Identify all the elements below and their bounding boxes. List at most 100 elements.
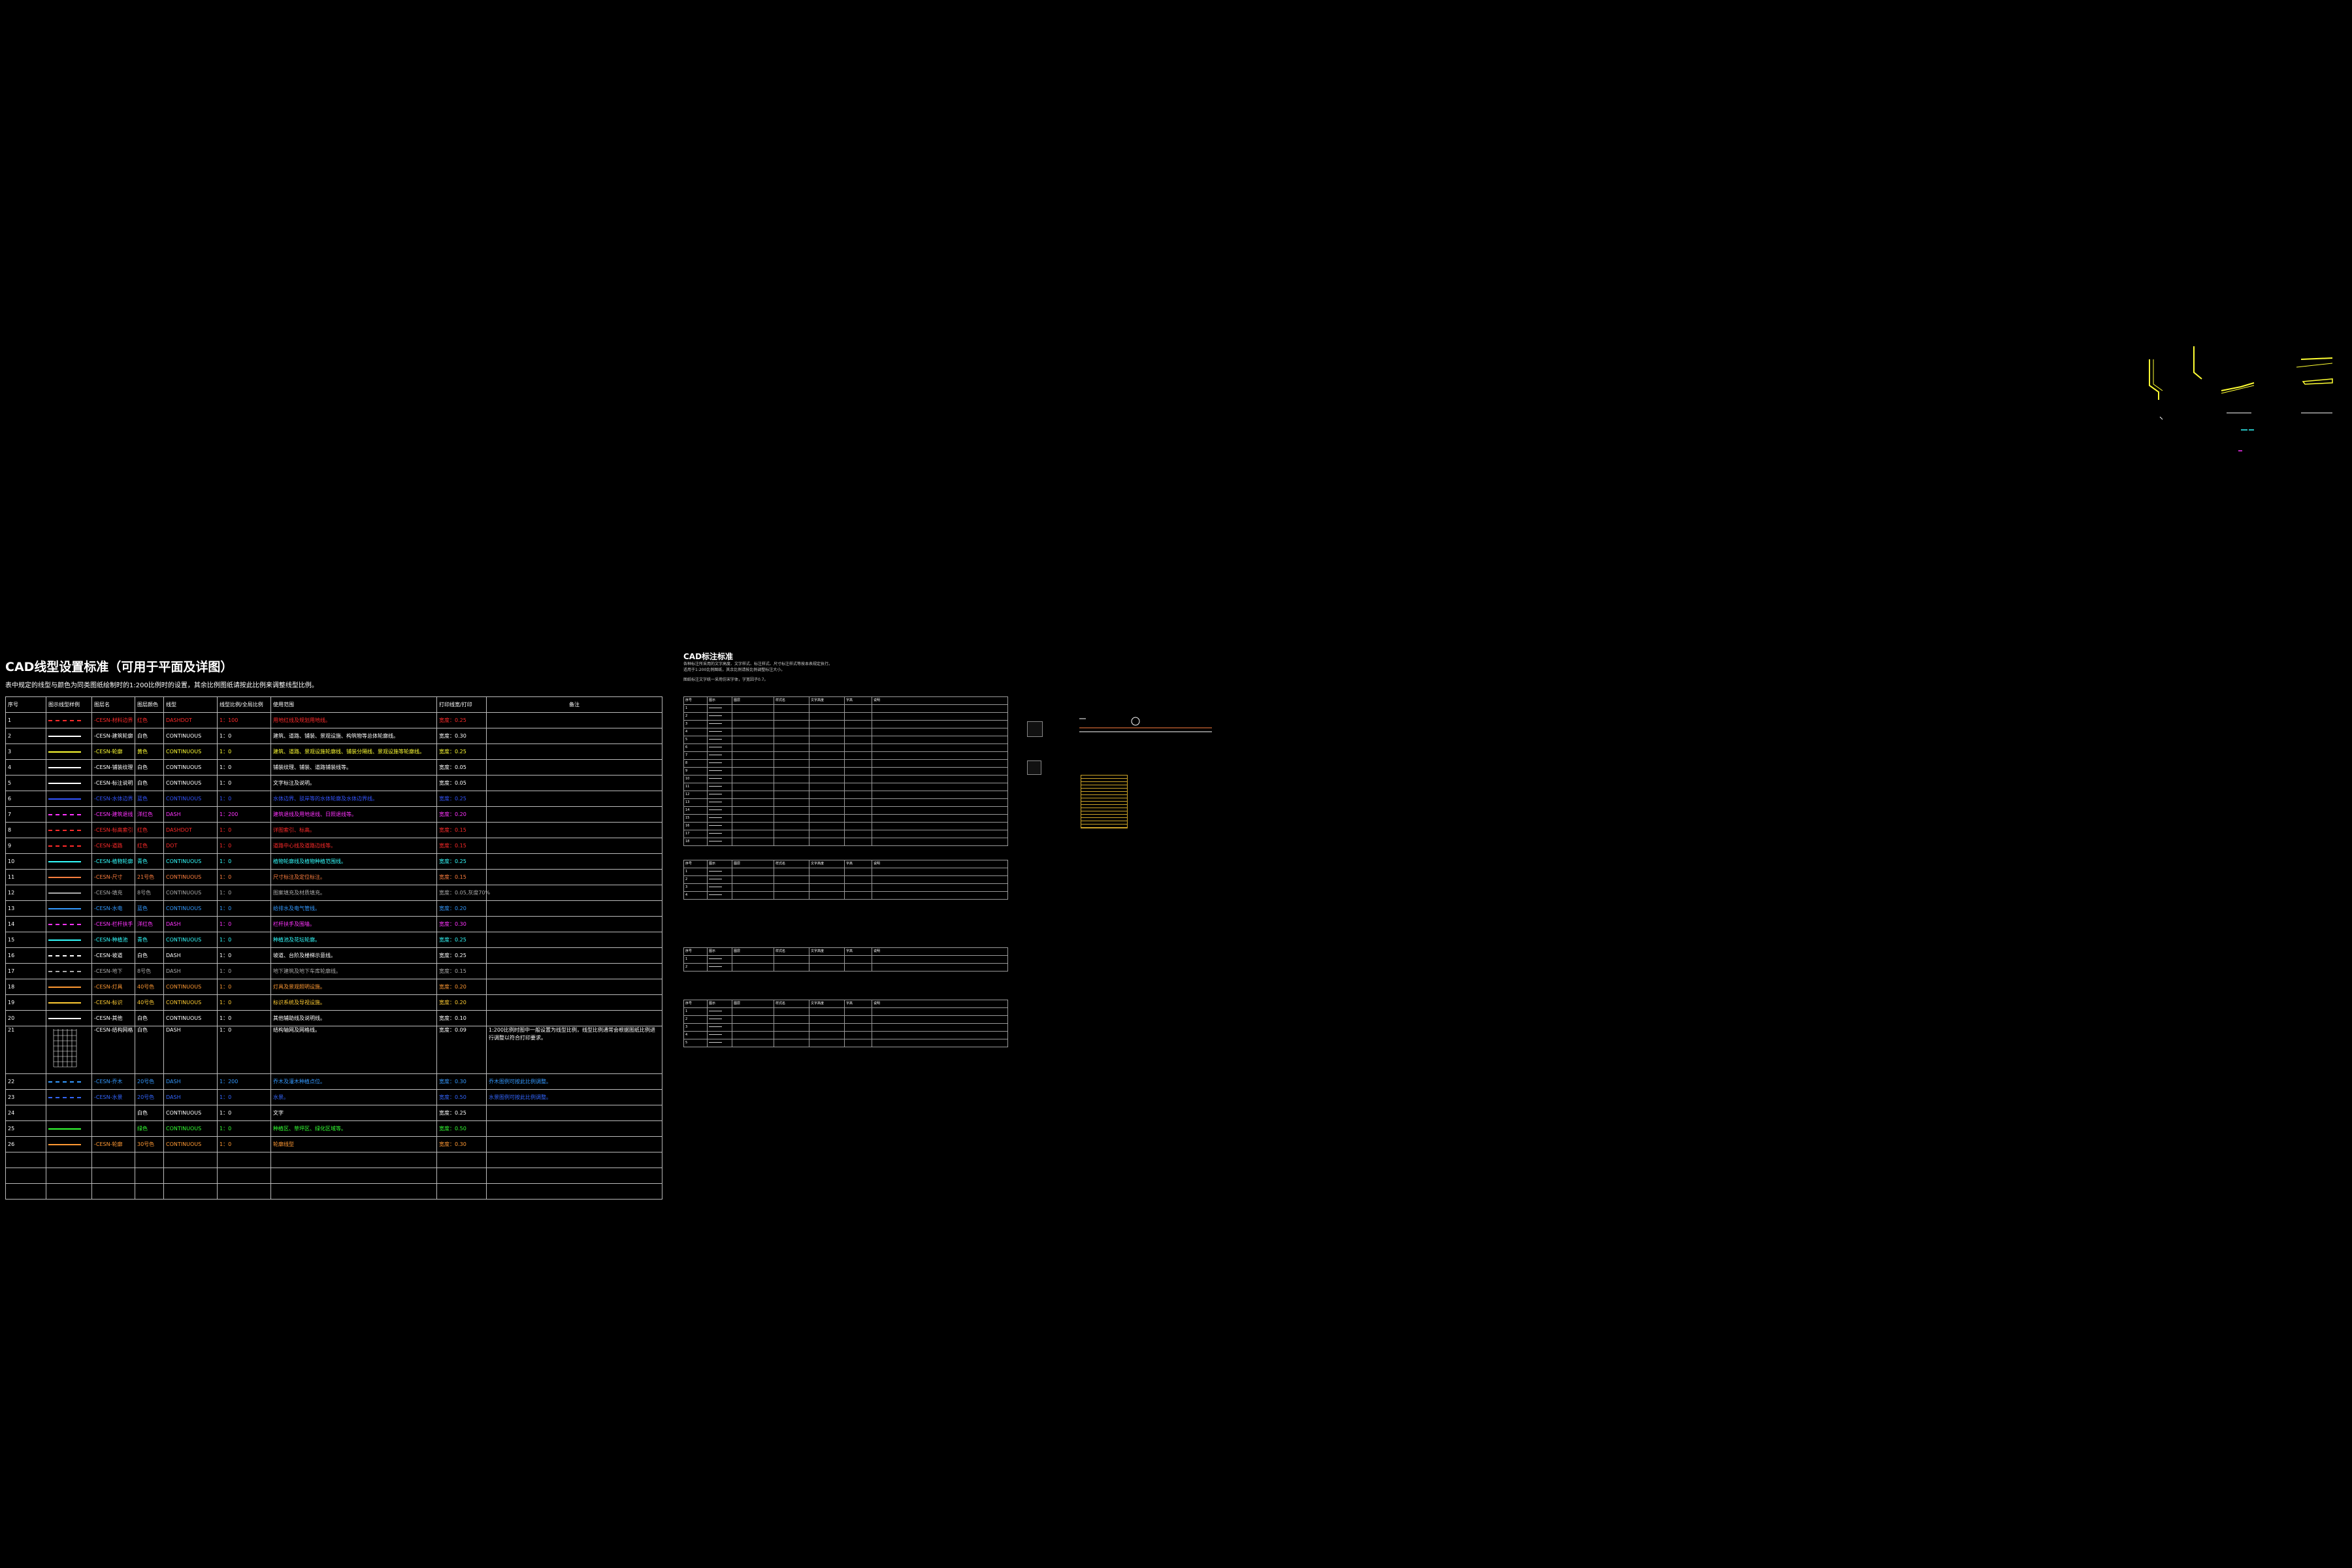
table-cell	[774, 1007, 809, 1016]
print-width: 宽度：0.25	[436, 932, 487, 948]
table-cell	[732, 883, 774, 892]
linetype-scale: 1：0	[217, 1120, 271, 1137]
print-width: 宽度：0.20	[436, 979, 487, 995]
linetype-scale: 1：0	[217, 759, 271, 776]
empty-cell	[91, 1152, 135, 1168]
linetype-sample-cell	[46, 1105, 92, 1121]
layer-name: -CESN-尺寸	[91, 869, 135, 885]
print-width: 宽度：0.30	[436, 916, 487, 932]
layer-color: 白色	[135, 947, 164, 964]
row-number: 6	[5, 791, 46, 807]
block-thumbnail[interactable]	[1027, 721, 1043, 737]
linetype-sample-cell	[46, 712, 92, 728]
layer-color: 21号色	[135, 869, 164, 885]
remark	[486, 979, 662, 995]
layer-color: 蓝色	[135, 900, 164, 917]
linetype: DASH	[163, 1089, 218, 1105]
table-cell	[774, 830, 809, 838]
header-cell: 说明	[872, 947, 1008, 956]
table-cell	[732, 783, 774, 791]
table-cell	[844, 955, 872, 964]
layer-name: -CESN-水景	[91, 1089, 135, 1105]
usage-range: 乔木及灌木种植点位。	[270, 1073, 437, 1090]
table-cell	[872, 791, 1008, 799]
remark	[486, 775, 662, 791]
usage-range: 栏杆扶手及围墙。	[270, 916, 437, 932]
header-cell: 使用范围	[270, 696, 437, 713]
header-cell: 说明	[872, 1000, 1008, 1008]
table-cell	[844, 712, 872, 721]
table-cell	[844, 830, 872, 838]
linetype-sample-cell	[46, 1073, 92, 1090]
table-row: 11	[683, 783, 1008, 791]
linetype: CONTINUOUS	[163, 853, 218, 870]
table-cell	[774, 736, 809, 744]
table-row: 2	[683, 1015, 1008, 1024]
table-cell	[872, 1023, 1008, 1032]
empty-cell	[217, 1152, 271, 1168]
annotation-sample	[709, 715, 722, 716]
header-cell: 字高	[844, 696, 872, 705]
layer-color: 红色	[135, 822, 164, 838]
section-strip[interactable]	[1078, 712, 1215, 738]
linetype-sample	[48, 892, 81, 894]
table-header-row: 序号图示图层样式名文字高度字高说明	[683, 696, 1008, 705]
row-number: 13	[683, 798, 708, 807]
linetype: CONTINUOUS	[163, 791, 218, 807]
linetype-scale: 1：0	[217, 791, 271, 807]
table-cell	[809, 736, 845, 744]
table-row: 4	[683, 728, 1008, 736]
print-width: 宽度：0.09	[436, 1026, 487, 1074]
table-cell	[774, 720, 809, 728]
table-cell	[707, 1015, 732, 1024]
usage-range: 建筑、道路、景观设施轮廓线、铺装分隔线、景观设施等轮廓线。	[270, 743, 437, 760]
remark	[486, 743, 662, 760]
layer-color: 白色	[135, 775, 164, 791]
table-cell	[732, 767, 774, 776]
linetype-scale: 1：0	[217, 885, 271, 901]
table-cell	[809, 830, 845, 838]
row-number: 22	[5, 1073, 46, 1090]
linetype-sample-cell	[46, 775, 92, 791]
linetype-scale: 1：0	[217, 728, 271, 744]
table-row: 2	[683, 875, 1008, 884]
table-cell	[732, 891, 774, 900]
table-cell	[809, 720, 845, 728]
table-cell	[707, 1031, 732, 1039]
table-cell	[707, 798, 732, 807]
table-row: 1	[683, 955, 1008, 964]
row-number: 26	[5, 1136, 46, 1152]
legend-block[interactable]	[1081, 775, 1128, 828]
table-header-row: 序号图示图层样式名文字高度字高说明	[683, 1000, 1008, 1008]
table-cell	[707, 875, 732, 884]
table-cell	[844, 720, 872, 728]
table-cell	[732, 775, 774, 783]
note-line: 图纸标注文字统一采用仿宋字体，字宽因子0.7。	[683, 678, 768, 682]
table-cell	[872, 822, 1008, 830]
linetype-sample-cell	[46, 743, 92, 760]
table-cell	[774, 883, 809, 892]
table-cell	[872, 712, 1008, 721]
table-cell	[872, 728, 1008, 736]
row-number: 12	[683, 791, 708, 799]
header-cell: 备注	[486, 696, 662, 713]
layer-color: 洋红色	[135, 806, 164, 823]
annotation-sample	[709, 809, 722, 810]
detail-drawings[interactable]	[2136, 340, 2352, 457]
print-width: 宽度：0.50	[436, 1120, 487, 1137]
block-thumbnail[interactable]	[1027, 760, 1041, 775]
header-cell: 序号	[683, 696, 708, 705]
layer-color: 黄色	[135, 743, 164, 760]
table-cell	[774, 875, 809, 884]
note-line: 各种标注所采用的文字高度、文字样式、标注样式、尺寸标注样式等按本表规定执行。	[683, 662, 833, 666]
